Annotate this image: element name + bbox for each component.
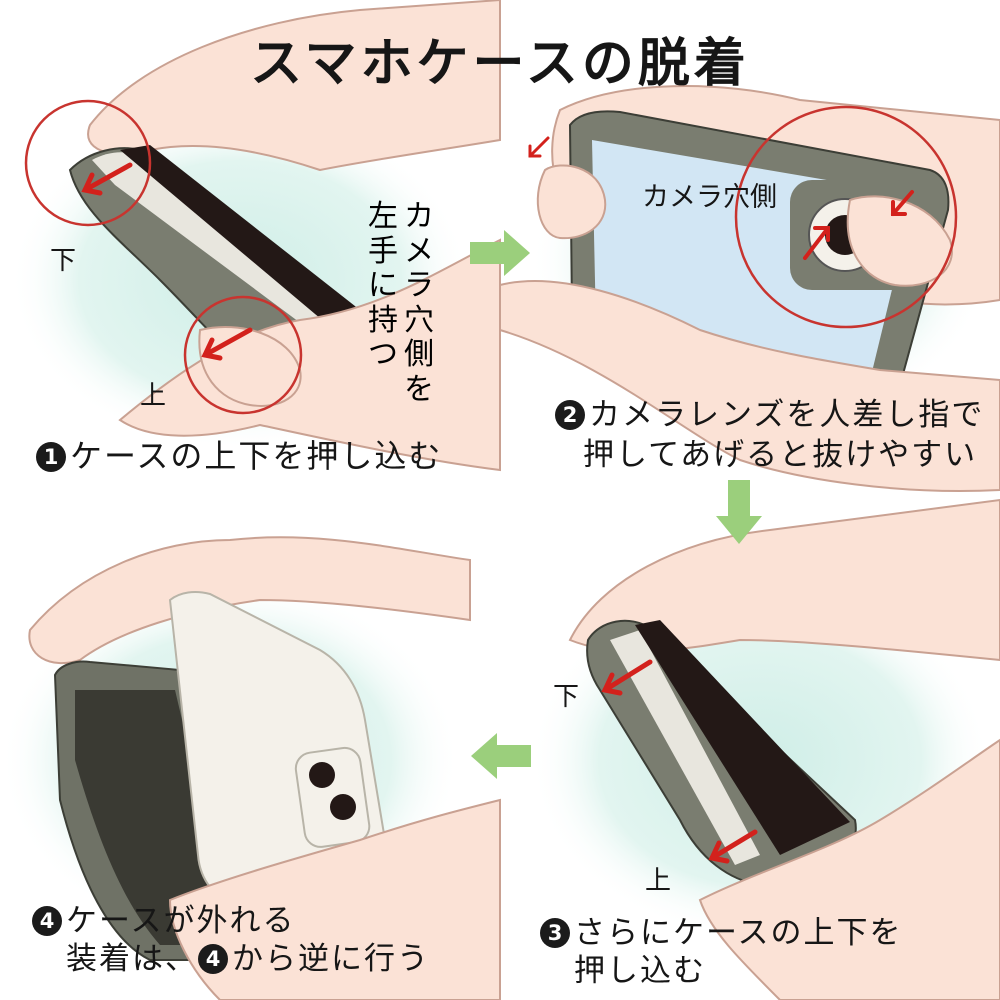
step-1-badge: 1 (36, 442, 66, 472)
panel1-label-bottom: 下 (50, 246, 77, 276)
panel1-highlight-circle-top (24, 99, 152, 227)
panel1-phone-edge (92, 152, 350, 345)
panel4-upper-hand (28, 536, 471, 665)
panel2-red-arrow-lens (803, 226, 830, 260)
panel4-caption-line2-suffix: から逆に行う (232, 941, 430, 977)
panel2-caption-line2: 押してあげると抜けやすい (583, 437, 978, 473)
panel2-caption-line1-text: カメラレンズを人差し指で (589, 397, 985, 433)
panel1-screen (120, 145, 360, 335)
panel1-side-note-line2: 左手に持つ (368, 199, 398, 372)
step-arrow-left (471, 733, 531, 779)
panel3-illustration (568, 498, 1000, 1000)
panel2-illustration (499, 85, 1000, 492)
panel1-side-note-line1: カメラ穴側を (404, 199, 434, 407)
panel4-case-inner (75, 690, 235, 945)
panel1-label-top: 上 (140, 381, 167, 411)
panel1-red-arrow-bottom (201, 327, 253, 361)
panel3-caption-line2: 押し込む (574, 953, 706, 989)
step-4-badge: 4 (32, 906, 62, 936)
panel4-camera-lens-1 (309, 762, 335, 788)
panel4-camera-lens-2 (330, 794, 356, 820)
panel2-highlight-circle (734, 105, 958, 329)
step-2-badge: 2 (555, 400, 585, 430)
panel4-lower-hand (168, 798, 501, 1000)
panel4-caption-line1-text: ケースが外れる (66, 903, 296, 939)
panel3-phone-edge (610, 630, 760, 865)
step-4-reference-badge: 4 (198, 944, 228, 974)
panel3-screen (635, 620, 850, 855)
page-title: スマホケースの脱着 (250, 34, 750, 94)
panel3-label-top: 上 (645, 866, 672, 896)
panel2-camera-label: カメラ穴側 (642, 182, 777, 213)
panel3-lower-hand (698, 738, 1000, 1000)
step-3-badge: 3 (540, 918, 570, 948)
panel2-red-arrow-small (528, 136, 550, 158)
panel3-caption-line1-text: さらにケースの上下を (574, 915, 903, 951)
panel1-illustration (24, 0, 501, 472)
panel4-illustration (28, 536, 501, 1000)
panel3-red-arrow-top (601, 659, 653, 696)
panel4-caption-line2-prefix: 装着は、 (66, 941, 198, 977)
panel3-label-bottom: 下 (553, 682, 580, 712)
panel1-caption-text: ケースの上下を押し込む (70, 437, 443, 475)
step-arrow-right (470, 230, 530, 276)
panel3-red-arrow-bottom (708, 829, 758, 864)
panel1-highlight-circle-bottom (183, 295, 303, 415)
step-arrow-down (716, 480, 762, 544)
panel4-camera-module (294, 746, 371, 848)
panel2-red-arrow-edge (891, 190, 914, 216)
panel2-left-fingers (536, 164, 607, 240)
panel2-index-finger (846, 195, 953, 287)
panel1-red-arrow-top (81, 162, 133, 196)
panel2-lower-hand (499, 280, 1000, 492)
